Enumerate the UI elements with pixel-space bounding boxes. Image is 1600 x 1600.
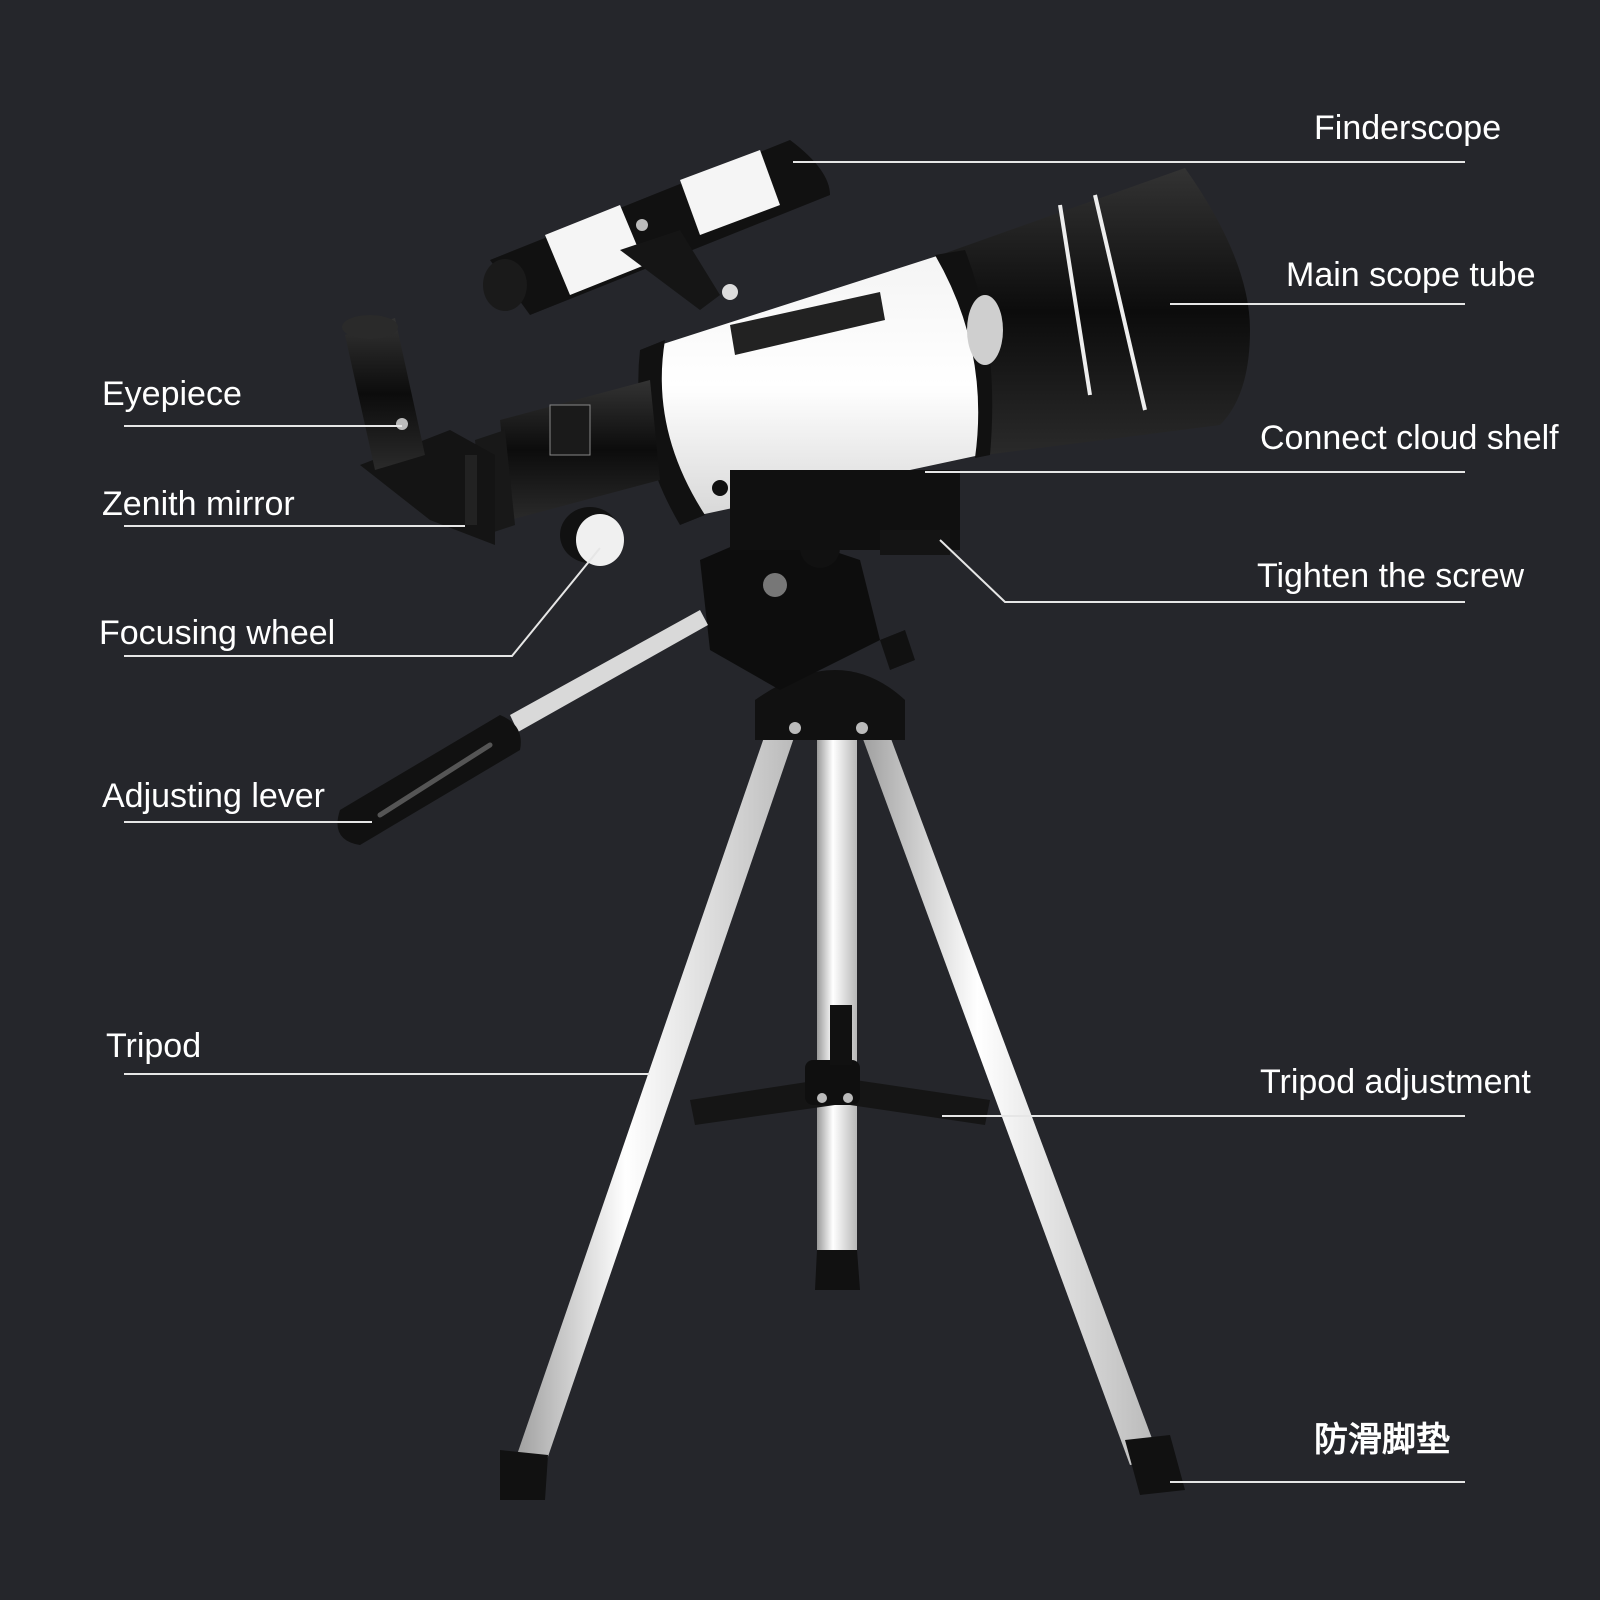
label-finderscope: Finderscope <box>1314 109 1502 147</box>
label-tripod: Tripod <box>106 1027 202 1065</box>
mount <box>700 528 915 690</box>
label-connect-cloud-shelf: Connect cloud shelf <box>1260 419 1559 457</box>
tripod-spreader <box>690 1005 990 1125</box>
label-tighten-screw: Tighten the screw <box>1257 557 1525 595</box>
adjusting-lever <box>337 610 708 845</box>
label-adjusting-lever: Adjusting lever <box>102 777 326 815</box>
main-tube <box>475 168 1250 566</box>
eyepiece <box>342 315 425 470</box>
callout-lines <box>124 161 1465 1483</box>
label-eyepiece: Eyepiece <box>102 375 242 413</box>
label-main-scope-tube: Main scope tube <box>1286 256 1536 294</box>
label-anti-slip-pad: 防滑脚垫 <box>1314 1420 1450 1460</box>
finderscope <box>483 140 830 315</box>
tripod <box>500 670 1185 1500</box>
label-zenith-mirror: Zenith mirror <box>102 485 295 523</box>
label-focusing-wheel: Focusing wheel <box>99 614 336 652</box>
label-tripod-adjustment: Tripod adjustment <box>1260 1063 1531 1101</box>
